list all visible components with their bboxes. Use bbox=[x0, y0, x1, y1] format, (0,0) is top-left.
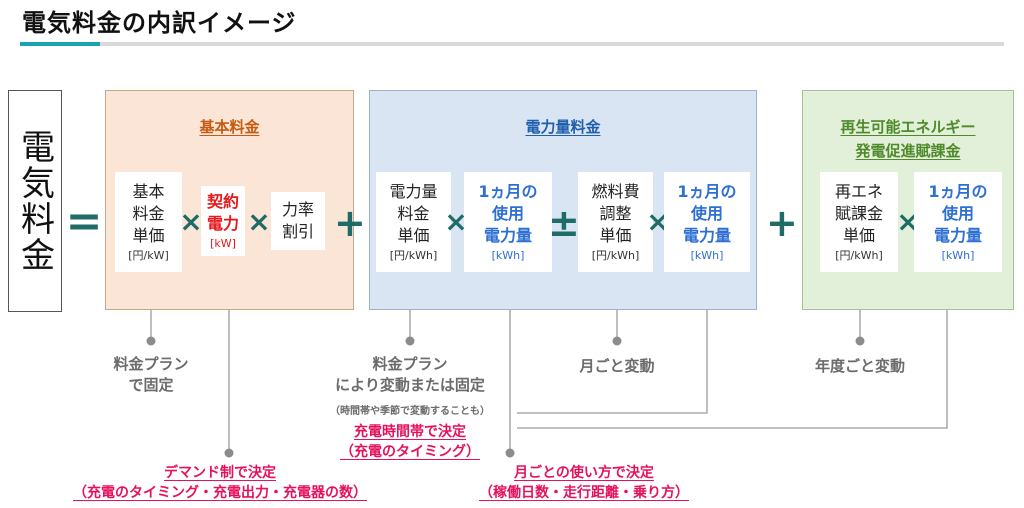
monthly-usage-box: 1ヵ月の 使用 電力量 [kWh] bbox=[464, 172, 552, 272]
electricity-charge-label: 電気料金 bbox=[8, 90, 62, 312]
power-factor-box: 力率 割引 bbox=[271, 192, 325, 250]
page-title: 電気料金の内訳イメージ bbox=[22, 9, 297, 37]
renewable-unit-price-label: 再エネ 賦課金 単価 bbox=[834, 182, 883, 245]
contract-power-label: 契約 電力 bbox=[206, 192, 239, 233]
renewable-levy-title-line2: 発電促進賦課金 bbox=[855, 142, 961, 160]
plus-minus-sign: ± bbox=[548, 201, 580, 245]
arrow-usage-2 bbox=[517, 286, 714, 414]
energy-unit-price-box: 電力量 料金 単価 [円/kWh] bbox=[376, 172, 451, 272]
monthly-usage-label: 1ヵ月の 使用 電力量 bbox=[478, 182, 538, 245]
note-charge-time: 充電時間帯で決定 （充電のタイミング） bbox=[340, 424, 480, 460]
fuel-adjust-unit: [円/kWh] bbox=[591, 249, 640, 262]
note-plan-fixed: 料金プラン で固定 bbox=[113, 355, 189, 394]
plus-sign: + bbox=[334, 201, 366, 245]
note-plan-varies-sub: （時間帯や季節で変動することも） bbox=[330, 406, 490, 417]
basic-charge-title: 基本料金 bbox=[199, 118, 260, 136]
monthly-usage-label: 1ヵ月の 使用 電力量 bbox=[677, 182, 737, 245]
monthly-usage-unit: [kWh] bbox=[491, 249, 525, 262]
note-usage-method: 月ごとの使い方で決定 （稼働日数・走行距離・乗り方） bbox=[479, 465, 689, 501]
basic-unit-price-label: 基本 料金 単価 bbox=[132, 182, 165, 245]
fuel-adjust-label: 燃料費 調整 単価 bbox=[591, 182, 640, 245]
contract-power-unit: [kW] bbox=[210, 237, 236, 250]
power-factor-label: 力率 割引 bbox=[281, 200, 314, 241]
basic-unit-price-box: 基本 料金 単価 [円/kW] bbox=[115, 172, 182, 272]
note-demand: デマンド制で決定 （充電のタイミング・充電出力・充電器の数） bbox=[73, 465, 367, 501]
energy-unit-price-unit: [円/kWh] bbox=[389, 249, 438, 262]
times-sign: × bbox=[896, 205, 920, 238]
arrow-usage-3 bbox=[517, 286, 954, 429]
monthly-usage-box: 1ヵ月の 使用 電力量 [kWh] bbox=[914, 172, 1002, 272]
contract-power-box: 契約 電力 [kW] bbox=[201, 186, 245, 256]
monthly-usage-unit: [kWh] bbox=[690, 249, 724, 262]
note-monthly-change: 月ごと変動 bbox=[579, 357, 655, 375]
title-underline bbox=[20, 42, 1004, 46]
note-plan-varies: 料金プラン により変動または固定 bbox=[335, 355, 485, 394]
monthly-usage-label: 1ヵ月の 使用 電力量 bbox=[928, 182, 988, 245]
note-yearly-change: 年度ごと変動 bbox=[814, 357, 905, 375]
basic-unit-price-unit: [円/kW] bbox=[128, 249, 169, 262]
renewable-unit-price-box: 再エネ 賦課金 単価 [円/kWh] bbox=[820, 172, 898, 272]
renewable-unit-price-unit: [円/kWh] bbox=[835, 249, 883, 262]
fuel-adjust-box: 燃料費 調整 単価 [円/kWh] bbox=[578, 172, 653, 272]
title-underline-accent bbox=[20, 42, 100, 46]
plus-sign: + bbox=[766, 201, 798, 245]
energy-unit-price-label: 電力量 料金 単価 bbox=[389, 182, 438, 245]
monthly-usage-unit: [kWh] bbox=[941, 249, 975, 262]
times-sign: × bbox=[247, 205, 271, 238]
energy-charge-title: 電力量料金 bbox=[525, 118, 601, 136]
renewable-levy-title-line1: 再生可能エネルギー bbox=[840, 118, 976, 136]
times-sign: × bbox=[646, 205, 670, 238]
equals-sign: = bbox=[65, 196, 103, 247]
times-sign: × bbox=[444, 205, 468, 238]
monthly-usage-box: 1ヵ月の 使用 電力量 [kWh] bbox=[664, 172, 750, 272]
times-sign: × bbox=[179, 205, 203, 238]
